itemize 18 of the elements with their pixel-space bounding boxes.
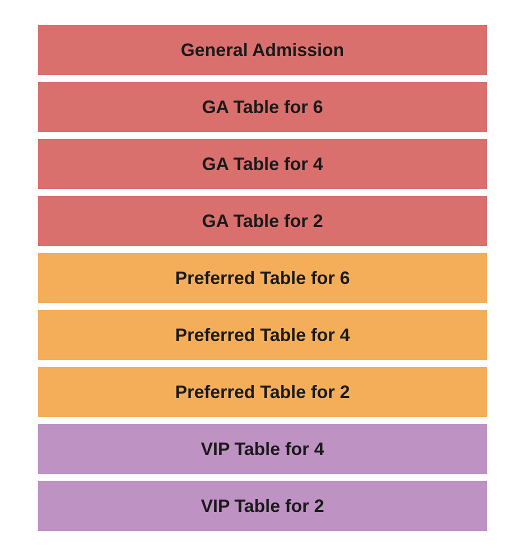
- section-label: Preferred Table for 2: [175, 382, 350, 402]
- seating-section: [38, 82, 487, 132]
- seating-section: [38, 253, 487, 303]
- seating-section: [38, 310, 487, 360]
- section-label: VIP Table for 4: [200, 438, 324, 460]
- section-label: GA Table for 2: [202, 210, 324, 232]
- section-label: GA Table for 4: [202, 154, 324, 174]
- section-label: GA Table for 6: [202, 96, 324, 118]
- seating-section: [38, 367, 487, 417]
- section-label: Preferred Table for 6: [175, 268, 350, 288]
- section-label: VIP Table for 2: [200, 496, 324, 516]
- section-label: Preferred Table for 4: [175, 324, 350, 346]
- section-label: General Admission: [180, 40, 344, 60]
- seating-section: [38, 424, 487, 474]
- seating-section: [38, 139, 487, 189]
- seating-section: [38, 25, 487, 75]
- seating-section: [38, 196, 487, 246]
- seating-section: [38, 481, 487, 531]
